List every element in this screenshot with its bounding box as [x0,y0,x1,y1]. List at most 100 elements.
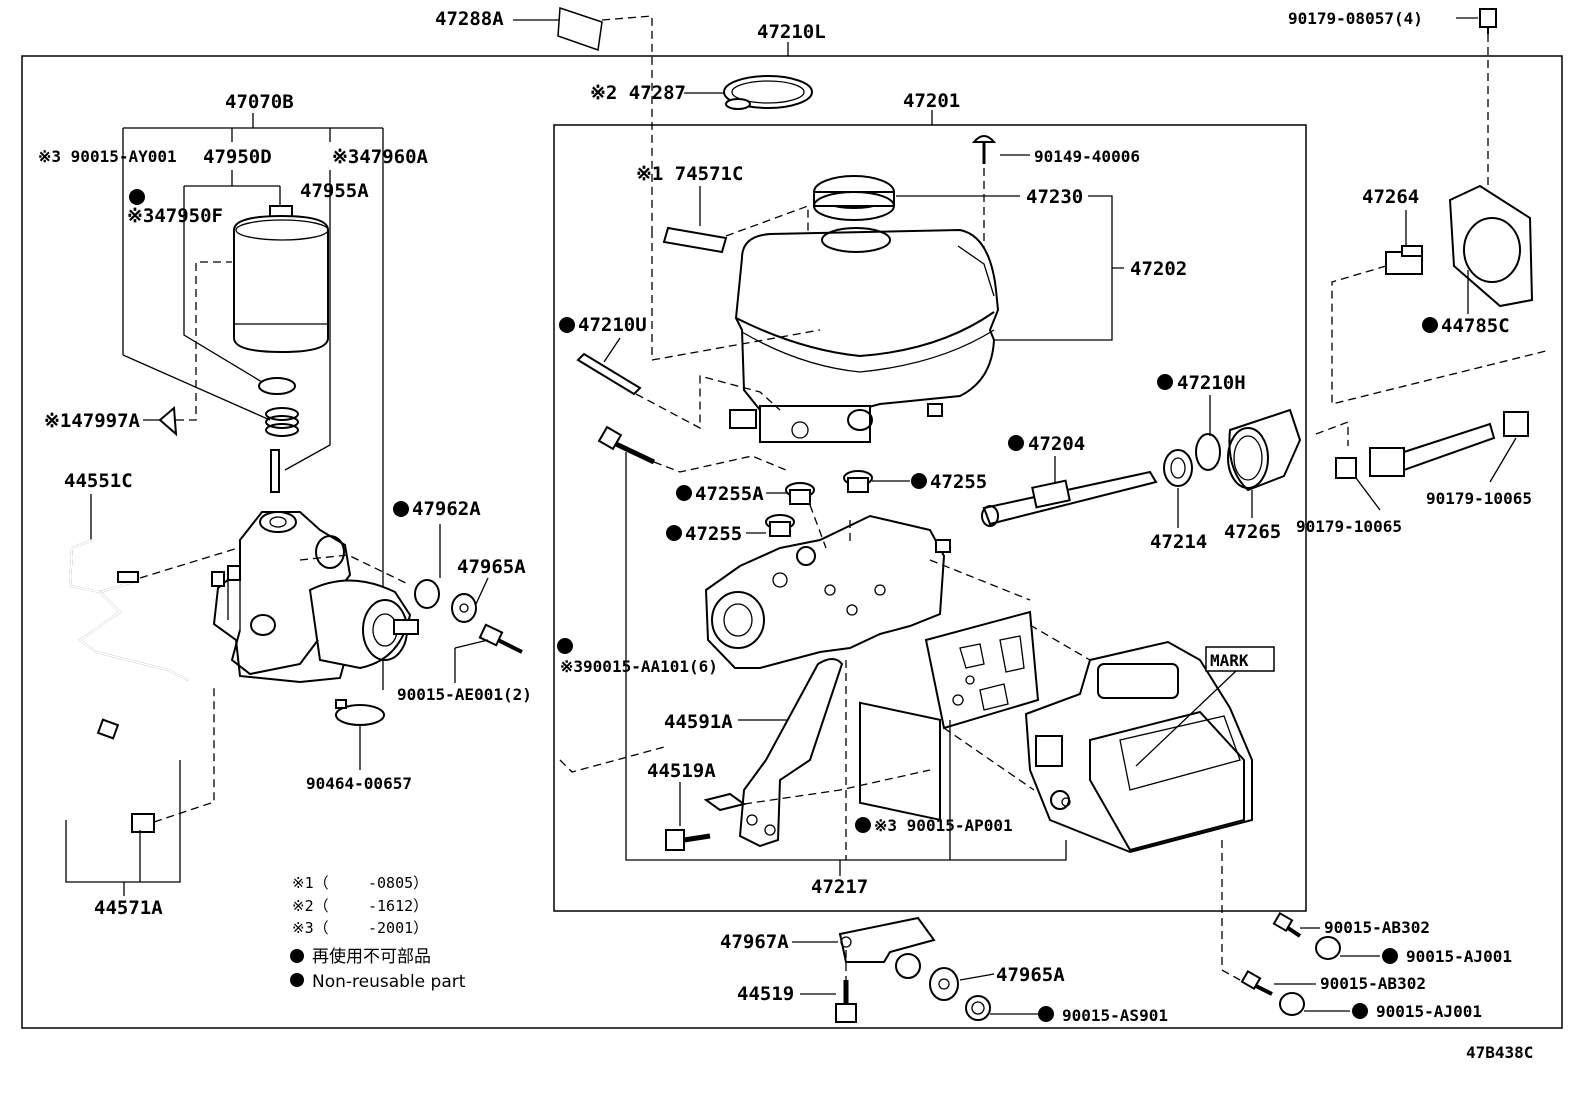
note-1-mark: ※1（ [292,874,329,892]
label-90015-AJ001-top: 90015-AJ001 [1406,947,1512,966]
filter-47950D [233,205,329,354]
label-47287: ※2 47287 [590,82,686,104]
note-3-range: -2001） [368,919,428,937]
label-47202: 47202 [1130,258,1187,280]
label-47950D: 47950D [203,146,272,168]
legend-jp: 再使用不可部品 [312,946,431,967]
note-2-mark: ※2（ [292,897,329,915]
label-sheet-47288A [557,6,603,52]
label-90179-08057: 90179-08057(4) [1288,9,1423,28]
non-reusable-dot [666,525,682,541]
label-90015-AJ001-bottom: 90015-AJ001 [1376,1002,1482,1021]
note-3-mark: ※3（ [292,919,329,937]
seal-47962A [414,579,440,609]
bolt-44519A [665,829,711,851]
label-90179-10065-right: 90179-10065 [1426,489,1532,508]
bolt-44519 [835,980,857,1023]
non-reusable-dot [1008,435,1024,451]
grommet-47965A [451,593,477,623]
nut-90015-AJ001-bottom [1279,992,1305,1016]
legend-en: Non-reusable part [312,972,466,992]
outer-frame [21,55,1563,1029]
non-reusable-dot [1038,1006,1054,1022]
label-47255A: 47255A [695,483,764,505]
label-plate-74571C [662,226,728,254]
label-47288A: 47288A [435,8,504,30]
label-47997A: ※147997A [44,410,141,432]
label-47204: 47204 [1028,433,1085,455]
mark-box [1205,646,1275,672]
label-44519: 44519 [737,983,794,1005]
nut-90015-AJ001-top [1315,936,1341,960]
label-47217: 47217 [811,876,868,898]
plug-47255-left [765,514,795,537]
label-47955A: 47955A [300,180,369,202]
label-47230: 47230 [1026,186,1083,208]
non-reusable-dot [676,485,692,501]
grommet-47967A [895,953,921,979]
sheet-44519A [703,792,747,812]
non-reusable-dot [393,501,409,517]
nut-90015-AS901 [965,995,991,1021]
non-reusable-dot [911,473,927,489]
grommet-47965A-bottom [929,967,959,1001]
note-1-range: -0805） [368,874,428,892]
label-47210U: 47210U [578,314,647,336]
label-44785C: 44785C [1441,315,1510,337]
rod-90179-10065 [1335,411,1529,479]
non-reusable-dot [559,317,575,333]
label-47255-right: 47255 [930,471,987,493]
label-90179-10065-left: 90179-10065 [1296,517,1402,536]
plug-47255A [785,482,815,505]
label-47960A: ※347960A [332,146,429,168]
label-47965A-top: 47965A [457,556,526,578]
label-47265: 47265 [1224,521,1281,543]
non-reusable-dot [557,638,573,654]
plug-47255-right [843,470,873,493]
bracket-47264 [1385,245,1423,275]
label-90015-AS901: 90015-AS901 [1062,1006,1168,1025]
label-47950F: ※347950F [127,205,223,227]
boot-47265 [1227,408,1302,492]
gasket-44785C [1448,184,1534,308]
circuit-board [924,610,1040,730]
label-47201: 47201 [903,90,960,112]
label-47210H: 47210H [1177,372,1246,394]
ecu-module [1024,640,1253,854]
legend-dot-jp [290,949,304,963]
bolt-90015-AB302-bottom [1240,969,1273,996]
hose-44571A [45,718,155,833]
label-47264: 47264 [1362,186,1419,208]
label-90015-AB302-bottom: 90015-AB302 [1320,974,1426,993]
label-47962A: 47962A [412,498,481,520]
o-ring-47950F [258,377,296,395]
pin-47955A [270,449,280,493]
hose-44551C [68,539,189,681]
non-reusable-dot [1422,317,1438,333]
label-44519A: 44519A [647,760,716,782]
label-47214: 47214 [1150,531,1207,553]
diagram-code: 47B438C [1466,1043,1533,1062]
label-74571C: ※1 74571C [636,163,743,185]
label-44571A: 44571A [94,897,163,919]
label-90464-00657: 90464-00657 [306,774,412,793]
label-90015-AA101: ※390015-AA101(6) [560,657,718,676]
bolt-90015-AB302-top [1272,911,1302,938]
label-90149-40006: 90149-40006 [1034,147,1140,166]
bracket-47967A [838,916,936,963]
screw-90149-40006 [971,135,997,164]
label-90015-AY001: ※3 90015-AY001 [38,147,177,166]
label-47210L: 47210L [757,21,826,43]
ring-47210H [1195,433,1221,471]
label-44591A: 44591A [664,711,733,733]
clip-47287 [723,75,813,110]
booster-body-47201 [704,514,951,822]
pin-47210U [576,352,642,396]
non-reusable-dot [129,189,145,205]
non-reusable-dot [1382,948,1398,964]
clamp-90464-00657 [335,699,385,726]
bracket-44591A [738,658,844,848]
label-47967A: 47967A [720,931,789,953]
cap-47230 [813,175,895,221]
